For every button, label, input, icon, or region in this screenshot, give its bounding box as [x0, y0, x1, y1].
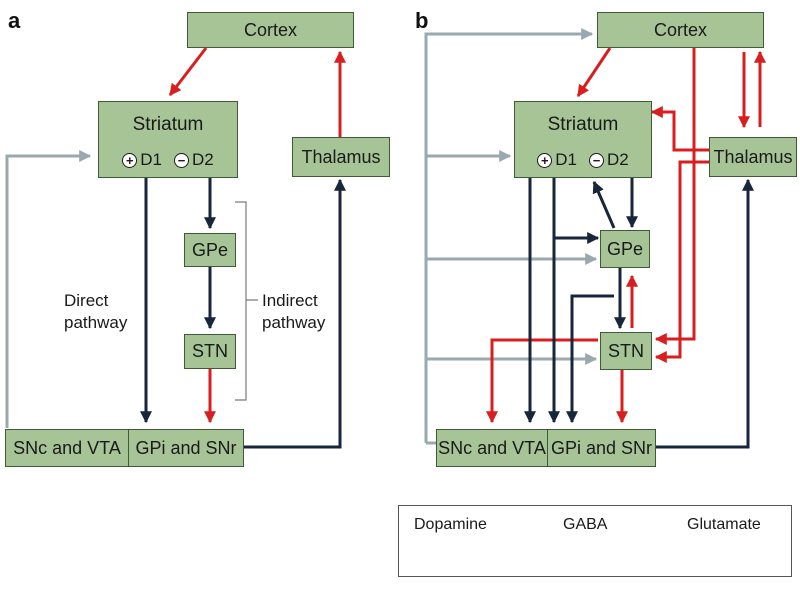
b-gpi-to-thalamus-arrow: [656, 178, 754, 449]
b-stn-label: STN: [608, 340, 644, 361]
b-dopamine-trunk: [424, 28, 594, 443]
legend-gaba-label: GABA: [563, 516, 608, 533]
a-indirect-bracket: [235, 201, 258, 401]
a-gpi-to-thalamus-arrow: [244, 178, 346, 449]
b-d2-minus-sign: −: [589, 152, 604, 168]
b-gpe-to-gpi-arrow: [566, 294, 614, 424]
a-cortex-node: Cortex: [187, 12, 354, 48]
legend-box: [398, 505, 792, 577]
b-gpe-label: GPe: [606, 238, 644, 259]
a-cortex-label: Cortex: [243, 19, 297, 40]
b-cortex-label: Cortex: [653, 19, 707, 40]
b-stn-to-snc-arrow: [486, 338, 598, 424]
a-direct-line1: Direct: [64, 291, 109, 310]
a-striatum-node: Striatum + D1 − D2: [98, 101, 238, 178]
panel-a-label: a: [8, 8, 21, 33]
b-striatum-node: Striatum + D1 − D2: [514, 101, 652, 178]
b-thalamus-label: Thalamus: [713, 146, 793, 167]
b-d2-label: D2: [607, 150, 629, 169]
a-indirect-line1: Indirect: [262, 291, 318, 310]
b-thalamus-node: Thalamus: [709, 137, 797, 177]
a-snc-vta-node: SNc and VTA: [5, 429, 129, 467]
a-stn-label: STN: [192, 341, 228, 361]
b-snc-vta-node: SNc and VTA: [436, 429, 548, 467]
b-cortex-to-striatum-arrow: [576, 47, 612, 97]
a-gpi-snr-label: GPi and SNr: [135, 437, 237, 458]
b-thalamus-to-stn-arrow: [654, 160, 710, 363]
a-indirect-line2: pathway: [262, 313, 326, 332]
a-snc-vta-label: SNc and VTA: [13, 437, 121, 458]
panel-a-connections: [5, 47, 346, 449]
a-d1-plus-sign: +: [122, 152, 138, 168]
a-cortex-to-striatum-arrow: [168, 47, 208, 96]
a-d1-receptor: + D1: [122, 150, 162, 170]
legend-glutamate-label: Glutamate: [687, 516, 761, 533]
a-direct-pathway-label: Direct pathway: [64, 290, 127, 334]
a-striatum-label: Striatum: [132, 114, 204, 135]
a-thalamus-label: Thalamus: [301, 146, 381, 167]
b-gpe-node: GPe: [600, 230, 650, 268]
a-d2-receptor: − D2: [174, 150, 214, 170]
b-gpe-to-striatum-arrow: [592, 180, 616, 229]
b-receptor-row: + D1 − D2: [537, 150, 629, 170]
b-cortex-to-stn-arrow: [654, 48, 696, 345]
a-snc-to-striatum-arrow: [5, 150, 92, 428]
a-d2-minus-sign: −: [174, 152, 189, 168]
a-direct-line2: pathway: [64, 313, 128, 332]
b-d1-receptor: + D1: [537, 150, 577, 170]
panel-b-label: b: [415, 8, 429, 33]
b-d2-receptor: − D2: [589, 150, 629, 170]
b-gpi-snr-node: GPi and SNr: [547, 429, 656, 467]
a-d2-label: D2: [192, 150, 214, 169]
a-thalamus-node: Thalamus: [292, 137, 390, 177]
a-receptor-row: + D1 − D2: [122, 150, 214, 170]
legend-dopamine-label: Dopamine: [414, 516, 487, 533]
a-d1-label: D1: [140, 150, 162, 169]
b-stn-node: STN: [600, 332, 652, 370]
a-gpi-snr-node: GPi and SNr: [128, 429, 244, 467]
a-indirect-pathway-label: Indirect pathway: [262, 290, 325, 334]
b-d1-label: D1: [555, 150, 577, 169]
panel-b-connections: [424, 28, 766, 449]
b-gpi-snr-label: GPi and SNr: [550, 437, 653, 458]
b-striatum-label: Striatum: [547, 114, 619, 135]
a-gpe-node: GPe: [184, 233, 236, 267]
b-d1-plus-sign: +: [537, 152, 553, 168]
a-gpe-label: GPe: [191, 239, 229, 260]
b-cortex-node: Cortex: [597, 12, 764, 48]
b-thalamus-to-striatum-arrow: [650, 106, 710, 152]
a-stn-node: STN: [184, 334, 236, 369]
b-snc-vta-label: SNc and VTA: [438, 437, 546, 458]
